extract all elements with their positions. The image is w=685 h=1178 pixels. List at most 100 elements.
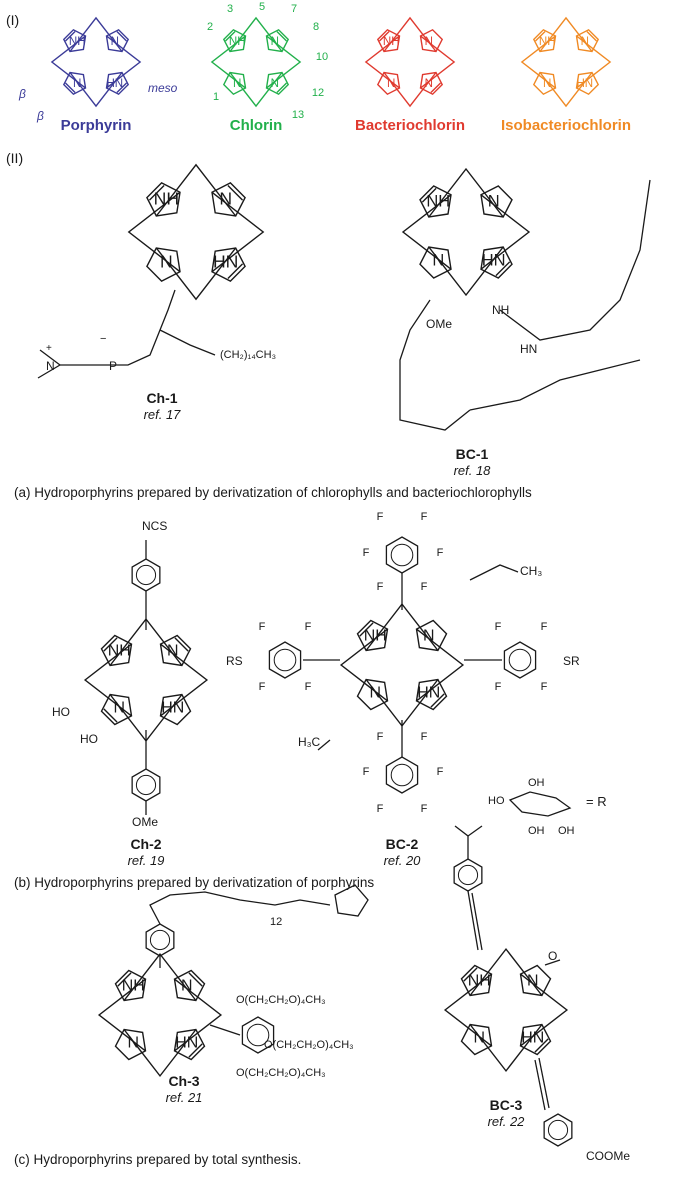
bc1-amide-nh: NH: [492, 303, 509, 317]
chlorin-position-2: 2: [207, 21, 213, 33]
bc1-amide-hn: HN: [520, 342, 537, 356]
hn-label: HN: [106, 78, 123, 90]
bc2-fluorine-9: F: [437, 766, 444, 778]
meso-bridge: [383, 16, 437, 52]
ch2-ref: ref. 19: [128, 853, 165, 868]
beta-double-bond: [276, 30, 288, 42]
meso-bridge: [123, 952, 197, 1001]
beta-double-bond: [116, 82, 128, 94]
beta-double-bond: [117, 972, 132, 987]
bc2-eq-r: = R: [586, 794, 607, 809]
meso-bridge: [174, 978, 223, 1052]
nh-label: NH: [69, 36, 86, 48]
meso-bridge: [155, 247, 237, 301]
n-label: N: [111, 36, 119, 48]
beta-double-bond: [421, 187, 437, 203]
bc3-macrocycle: [443, 947, 569, 1073]
bc2-fluorine-13: F: [305, 621, 312, 633]
bc2-fluorine-1: F: [421, 511, 428, 523]
beta-double-bond: [103, 708, 118, 723]
beta-double-bond: [430, 693, 445, 708]
bc2-fluorine-11: F: [421, 803, 428, 815]
bc2-fluorine-2: F: [363, 547, 370, 559]
meso-bridge: [420, 35, 456, 89]
bc3-dimethylaminophenyl-aromatic: [457, 864, 479, 886]
bc3-methoxy: [544, 959, 561, 966]
hn-label: N: [271, 78, 279, 90]
bc1-ref: ref. 18: [454, 463, 492, 478]
ch2-methoxyphenyl-aromatic: [135, 774, 157, 796]
beta-double-bond: [378, 30, 390, 42]
bc3-ome: O: [548, 949, 557, 963]
pyrrole-ring: [62, 28, 87, 53]
bc2-n-methyl-bottom: [317, 739, 331, 751]
bc2-rs: RS: [226, 654, 243, 668]
meso-bridge: [155, 163, 237, 217]
pyrrole-ring: [222, 71, 247, 96]
pyrrole-ring: [105, 71, 130, 96]
pyrrole-ring: [519, 964, 552, 997]
pyrrole-ring: [480, 185, 513, 218]
bc2-fluorine-4: F: [377, 581, 384, 593]
pyrrole-ring: [211, 182, 246, 217]
ch2-ho-2: HO: [80, 732, 98, 746]
pyrrole-ring: [62, 71, 87, 96]
porphyrin-scaffold: [50, 16, 142, 108]
meso-bridge: [339, 628, 388, 702]
pyrrole-ring: [222, 28, 247, 53]
meso-bridge: [127, 191, 181, 273]
pyrrole-ring: [415, 678, 448, 711]
meso-bridge: [539, 16, 593, 52]
pyrrole-ring: [173, 969, 206, 1002]
ch2-name: Ch-2: [130, 836, 161, 852]
bc2-tetrafluorophenyl-right: [503, 641, 537, 679]
bc3-ester-phenyl-aromatic: [547, 1119, 569, 1141]
n-label: N: [181, 977, 193, 994]
chlorin-name: Chlorin: [230, 117, 283, 134]
ch3-trialkoxyphenyl: [241, 1016, 275, 1054]
beta-double-bond: [64, 30, 76, 42]
bc2-fluorine-0: F: [377, 511, 384, 523]
ch1-ammonium-n: N: [46, 359, 55, 373]
beta-double-bond: [227, 263, 244, 280]
pyrrole-ring: [575, 28, 600, 53]
n-label: N: [425, 36, 433, 48]
beta-double-bond: [224, 30, 236, 42]
hn-label: N: [425, 78, 433, 90]
ch2-ho-1: HO: [52, 705, 70, 719]
ch1-methyl-1: [39, 349, 61, 366]
bc2-n-methyl-top: [469, 564, 519, 581]
porphyrin-beta-label-2: β: [36, 109, 44, 123]
isobacteriochlorin-scaffold: [520, 16, 612, 108]
meso-bridge: [520, 35, 556, 89]
meso-bridge: [428, 246, 504, 297]
bc2-fluorine-12: F: [259, 621, 266, 633]
hn-label: HN: [213, 252, 238, 272]
meso-bridge: [266, 35, 302, 89]
bc3-alkyne-top-2: [471, 892, 483, 951]
bc3-ester-phenyl: [543, 1113, 573, 1147]
pyrrole-ring: [532, 28, 557, 53]
ch1-macrocycle: [127, 163, 265, 301]
n-label: N: [219, 188, 232, 208]
ch3-phenyl-aromatic: [149, 929, 171, 951]
pyrrole-ring: [173, 1028, 206, 1061]
chlorin-position-5: 5: [259, 1, 265, 13]
bc2-ref: ref. 20: [384, 853, 422, 868]
ch3-macrocycle: [97, 952, 223, 1078]
chlorin-position-3: 3: [227, 3, 233, 15]
chlorin-position-1: 1: [213, 91, 219, 103]
bc3-alkyne-bottom: [534, 1059, 546, 1111]
chlorin-position-7: 7: [291, 3, 297, 15]
bc1-ome: OMe: [426, 317, 452, 331]
bc2-fluorine-19: F: [541, 681, 548, 693]
pyrrole-ring: [575, 71, 600, 96]
beta-double-bond: [430, 82, 442, 94]
section-II-label: (II): [6, 150, 24, 166]
porphyrin-name: Porphyrin: [61, 117, 132, 134]
beta-double-bond: [534, 1038, 549, 1053]
pyrrole-ring: [114, 1028, 147, 1061]
beta-double-bond: [495, 261, 511, 277]
bc2-fluorine-6: F: [377, 731, 384, 743]
